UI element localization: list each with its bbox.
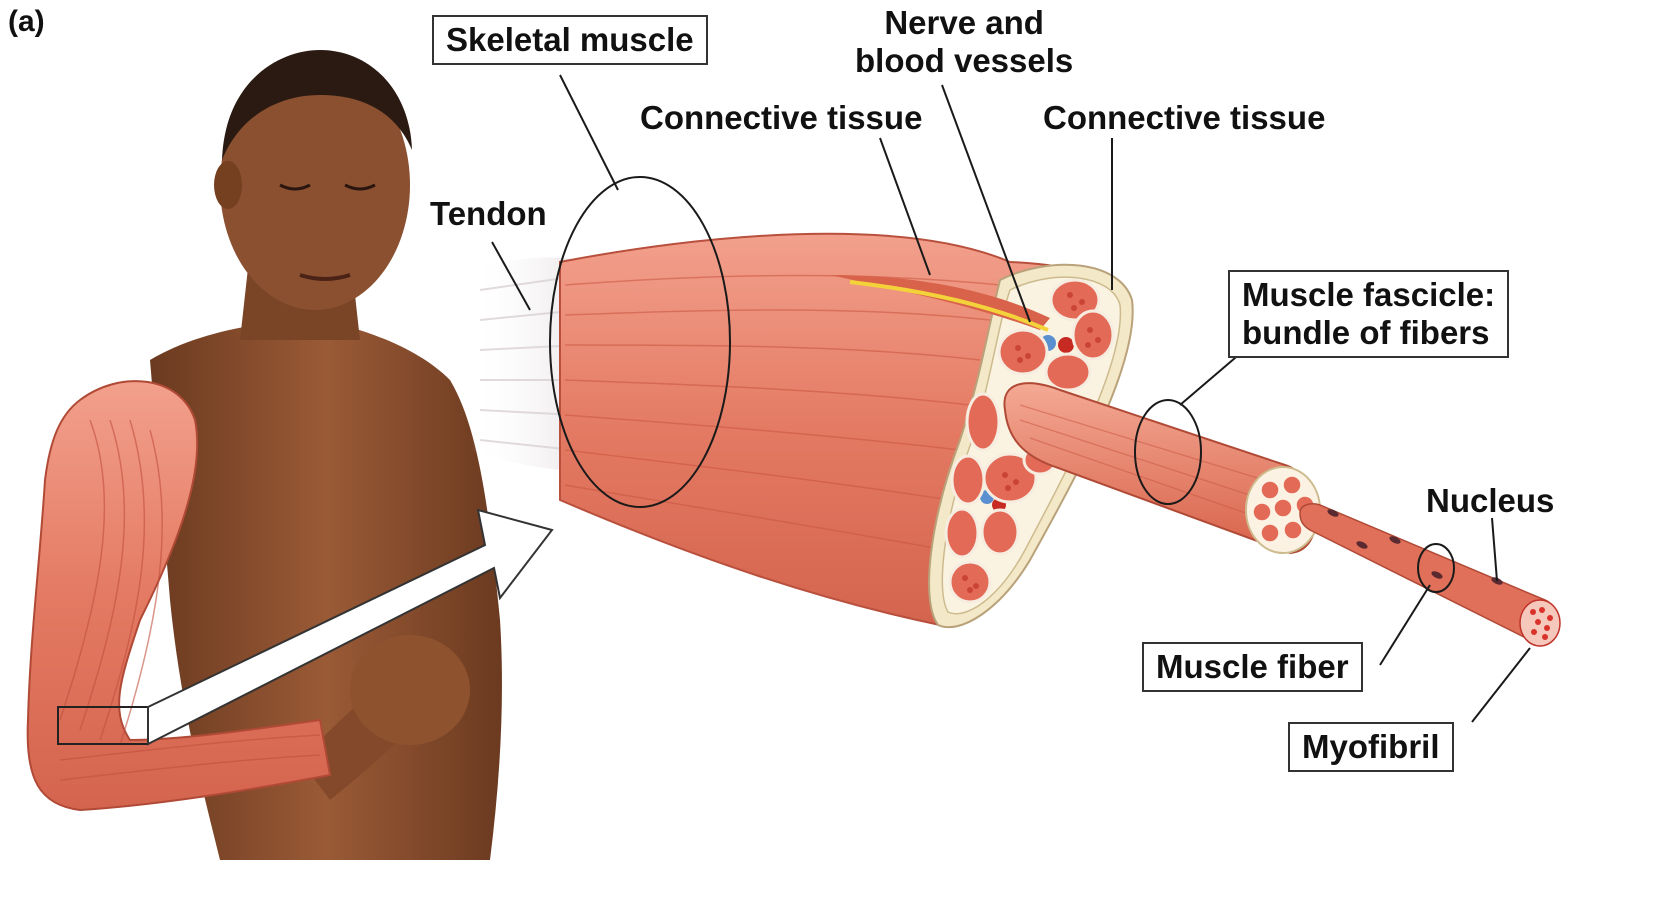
leader-fascicle [1180,352,1242,405]
label-muscle-fascicle: Muscle fascicle: bundle of fibers [1228,270,1509,358]
label-fascicle-line1: Muscle fascicle: [1242,276,1495,314]
label-connective-tissue-2: Connective tissue [1043,99,1325,137]
leader-skeletal-muscle [560,75,618,190]
leader-muscle-fiber [1380,585,1430,665]
label-skeletal-muscle: Skeletal muscle [432,15,708,65]
label-nucleus: Nucleus [1426,482,1554,520]
vessel-red [1058,337,1074,353]
label-nerve-line1: Nerve and [855,4,1073,42]
muscle-fiber [1300,504,1560,646]
human-figure [28,50,502,860]
label-fascicle-line2: bundle of fibers [1242,314,1495,352]
panel-label: (a) [8,5,45,40]
label-tendon: Tendon [430,195,547,233]
label-nerve-line2: blood vessels [855,42,1073,80]
leader-myofibril [1472,648,1530,722]
label-muscle-fiber: Muscle fiber [1142,642,1363,692]
fiber-body [1300,504,1556,645]
label-connective-tissue-1: Connective tissue [640,99,922,137]
label-nerve-blood-vessels: Nerve and blood vessels [855,4,1073,80]
fist [350,635,470,745]
label-myofibril: Myofibril [1288,722,1454,772]
ear [214,161,242,209]
leader-nucleus [1492,518,1497,581]
